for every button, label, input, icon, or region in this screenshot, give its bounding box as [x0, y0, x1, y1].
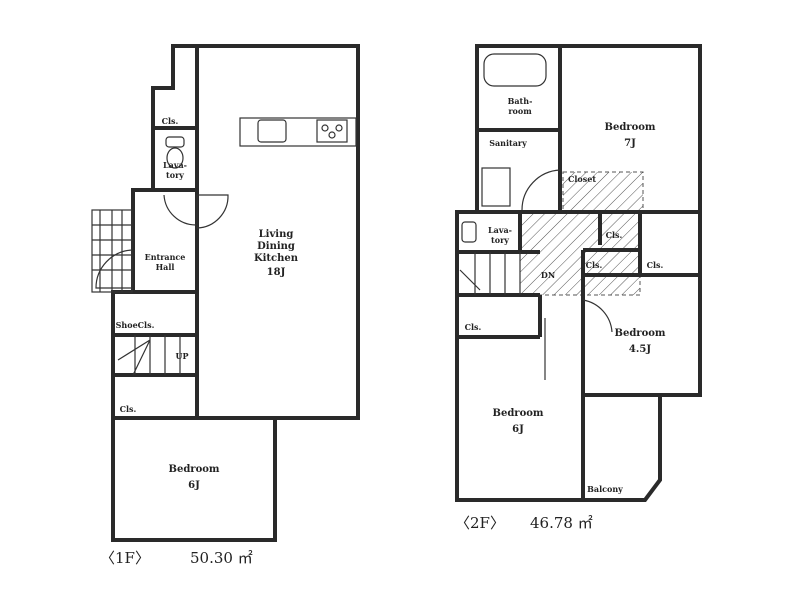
floor-1-label: 〈1F〉 — [100, 549, 150, 567]
bedroom-size: 6J — [188, 480, 200, 491]
ldk-size: 18J — [267, 267, 286, 278]
entrance-door[interactable] — [95, 249, 133, 289]
closet-label-b: Cls. — [586, 260, 603, 270]
floor-1-area: 50.30 ㎡ — [190, 549, 253, 567]
entrance-hall-label: Entrance — [145, 252, 186, 262]
shoe-closet-label: ShoeCls. — [116, 320, 155, 330]
bedroom-label: Bedroom — [169, 464, 220, 475]
sanitary-label: Sanitary — [489, 138, 527, 148]
toilet-icon — [165, 136, 185, 148]
bedroom-45j-size: 4.5J — [629, 344, 651, 355]
washbasin-icon — [481, 167, 511, 207]
floor-2-label: 〈2F〉 — [455, 514, 505, 532]
floor-1-plan — [91, 44, 360, 542]
bedroom-7j-label: Bedroom — [605, 122, 656, 133]
bathroom-label-2: room — [508, 106, 532, 116]
sink-icon — [257, 119, 287, 143]
floor-2-plan — [455, 44, 702, 502]
closet-label-a: Cls. — [606, 230, 623, 240]
ldk-label: Living — [259, 229, 294, 240]
ldk-door[interactable] — [196, 194, 229, 229]
stairs-up-label: UP — [176, 351, 189, 361]
closet-hatched-label: Closet — [568, 174, 596, 184]
ldk-label-2: Dining — [257, 241, 295, 252]
stove-icon — [316, 119, 348, 143]
stairs-dn-label: DN — [541, 270, 555, 280]
closet-label-d: Cls. — [465, 322, 482, 332]
bathroom-label: Bath- — [508, 96, 533, 106]
toilet-icon-2f — [461, 221, 477, 243]
closet-label-2: Cls. — [120, 404, 137, 414]
floor-2-area: 46.78 ㎡ — [530, 514, 593, 532]
closet-label-c: Cls. — [647, 260, 664, 270]
bedroom-6j-size: 6J — [512, 424, 524, 435]
bedroom-6j-label: Bedroom — [493, 408, 544, 419]
kitchen-counter — [239, 117, 357, 147]
ldk-label-3: Kitchen — [254, 253, 299, 264]
bathtub-icon — [483, 53, 547, 87]
entrance-hall-label-2: Hall — [156, 262, 175, 272]
stairs-icon — [117, 335, 181, 376]
balcony-label: Balcony — [587, 484, 623, 494]
closet-label: Cls. — [162, 116, 179, 126]
lavatory-label: Lava- — [163, 160, 187, 170]
stairs-icon-2f — [459, 252, 521, 295]
lavatory-label-2: tory — [166, 170, 184, 180]
lavatory-label-2f: Lava- — [488, 225, 512, 235]
bedroom-7j-size: 7J — [624, 138, 636, 149]
bedroom-45j-label: Bedroom — [615, 328, 666, 339]
lavatory-label-2f-2: tory — [491, 235, 509, 245]
